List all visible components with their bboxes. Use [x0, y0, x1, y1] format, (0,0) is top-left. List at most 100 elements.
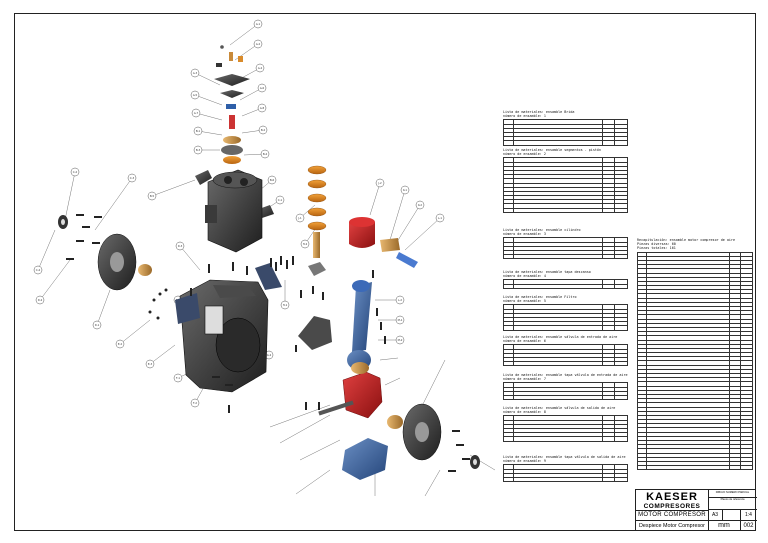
- bom-tapa-valvula-salida-table: [502, 464, 628, 483]
- title-row-subject: MOTOR COMPRESOR A3 1:4: [636, 510, 757, 521]
- crankcase: [179, 279, 269, 393]
- bom-valvula-entrada: Lista de materiales: ensamble válvula de…: [502, 335, 628, 367]
- bom-recapitulacion-sub: Piezas diversas: 60: [637, 242, 676, 247]
- callout-label: A-8: [260, 106, 265, 110]
- bom-row: [502, 325, 628, 331]
- callout-bubble: [127, 173, 137, 183]
- callout-bubble: [190, 90, 200, 100]
- bom-piston: Lista de materiales: ensamble segmentos …: [502, 148, 628, 213]
- callout-label: F-1: [176, 376, 180, 380]
- bom-tapa-valvula-salida: Lista de materiales: ensamble tapa válvu…: [502, 455, 628, 483]
- title-description: Despiece Motor Compresor: [636, 520, 709, 531]
- callout-label: K-1: [403, 188, 407, 192]
- callout-label: B-6: [270, 178, 275, 182]
- brand-subtitle: COMPRESORES: [643, 503, 701, 510]
- callout-label: A-4: [258, 66, 263, 70]
- callout-bubble: [193, 145, 203, 155]
- bom-valvula-salida: Lista de materiales: ensamble válvula de…: [502, 406, 628, 442]
- bom-tapa-valvula-salida-title: Lista de materiales: ensamble tapa válvu…: [503, 455, 626, 459]
- callout-bubble: [267, 175, 277, 185]
- callout-bubble: [115, 339, 125, 349]
- callout-bubble: [253, 19, 263, 29]
- callout-bubble: [395, 295, 405, 305]
- bom-filtro: Lista de materiales: ensamble Filtro núm…: [502, 295, 628, 331]
- bom-tapa-valvula-entrada-sub: número de ensamble: 7: [503, 377, 546, 382]
- callout-label: J-1: [297, 216, 302, 220]
- callout-label: L-1: [438, 216, 442, 220]
- callout-label: E-3: [148, 362, 153, 366]
- bom-filtro-sub: número de ensamble: 5: [503, 299, 546, 304]
- callout-label: M-1: [398, 318, 403, 322]
- callout-bubble: [280, 300, 290, 310]
- callout-bubble: [145, 359, 155, 369]
- callout-label: D-3: [178, 244, 183, 248]
- callout-label: M-2: [398, 338, 403, 342]
- callout-label: C-4: [36, 268, 41, 272]
- callout-bubble: [70, 167, 80, 177]
- bom-brida-table: [502, 119, 628, 146]
- callout-label: E-2: [118, 342, 123, 346]
- kaeser-logo: KAESER COMPRESORES: [636, 490, 709, 511]
- callout-label: A-1: [256, 22, 261, 26]
- title-block: KAESER COMPRESORES DIBUJO NUMERO PARCIAL…: [635, 489, 757, 531]
- callout-label: L-2: [398, 298, 402, 302]
- callout-bubble: [147, 191, 157, 201]
- bom-tapa-descanso-sub: número de ensamble: 4: [503, 274, 546, 279]
- bom-brida: Lista de materiales: ensamble Brida núme…: [502, 110, 628, 146]
- bom-piston-title: Lista de materiales: ensamble segmentos …: [503, 148, 601, 152]
- callout-label: F-2: [193, 401, 197, 405]
- bom-filtro-title: Lista de materiales: ensamble Filtro: [503, 295, 577, 299]
- callout-bubble: [173, 373, 183, 383]
- bom-tapa-valvula-entrada-table: [502, 382, 628, 401]
- title-format: A3: [708, 510, 723, 520]
- bom-cilindro-sub: número de ensamble: 3: [503, 232, 546, 237]
- bom-row: [636, 272, 753, 278]
- callout-label: J-2: [377, 181, 382, 185]
- bom-row: [502, 394, 628, 401]
- callout-label: B-1: [196, 129, 201, 133]
- bom-piston-table: [502, 157, 628, 213]
- title-scale: 1:4: [745, 512, 752, 518]
- title-stamp: [722, 510, 741, 520]
- bom-row: [502, 361, 628, 367]
- callout-label: D-1: [95, 323, 100, 327]
- callout-bubble: [255, 63, 265, 73]
- callout-label: H-1: [283, 303, 288, 307]
- title-note-2: Planos de referencia: [708, 498, 757, 510]
- callout-label: A-6: [260, 86, 265, 90]
- bom-valvula-entrada-sub: número de ensamble: 6: [503, 339, 546, 344]
- callout-bubble: [257, 103, 267, 113]
- bom-recapitulacion-table: [636, 251, 753, 471]
- callout-bubble: [190, 398, 200, 408]
- left-flange: [58, 215, 152, 291]
- callout-label: A-5: [193, 93, 198, 97]
- bom-cilindro-title: Lista de materiales: ensamble cilindro: [503, 228, 581, 232]
- callout-bubble: [275, 195, 285, 205]
- piston-rings: [298, 165, 332, 350]
- bom-row: [636, 465, 753, 471]
- title-note-1: DIBUJO NUMERO PARCIAL: [708, 491, 757, 498]
- callout-label: B-2: [261, 128, 266, 132]
- bom-recapitulacion-title: Recapitulación: ensamble motor compresor…: [637, 238, 735, 242]
- callout-bubble: [193, 126, 203, 136]
- callout-bubble: [92, 320, 102, 330]
- title-row-desc: Despiece Motor Compresor mm 002: [636, 520, 757, 531]
- callout-bubble: [415, 200, 425, 210]
- bom-tapa-valvula-salida-sub: número de ensamble: 9: [503, 459, 546, 464]
- bom-row: [502, 476, 628, 483]
- callout-label: B-3: [196, 148, 201, 152]
- callout-bubble: [35, 295, 45, 305]
- drawing-sheet: [14, 13, 756, 531]
- bom-valvula-salida-title: Lista de materiales: ensamble válvula de…: [503, 406, 616, 410]
- right-flange: [402, 403, 480, 469]
- callout-bubble: [33, 265, 43, 275]
- callout-bubble: [295, 213, 305, 223]
- callout-bubble: [258, 125, 268, 135]
- callout-bubble: [400, 185, 410, 195]
- bom-valvula-entrada-title: Lista de materiales: ensamble válvula de…: [503, 335, 618, 339]
- brand-name: KAESER: [646, 491, 698, 503]
- crankshaft: [318, 362, 403, 480]
- cylinder-head: [205, 169, 263, 253]
- bom-recapitulacion-sub2: Piezas totales: 161: [637, 246, 676, 251]
